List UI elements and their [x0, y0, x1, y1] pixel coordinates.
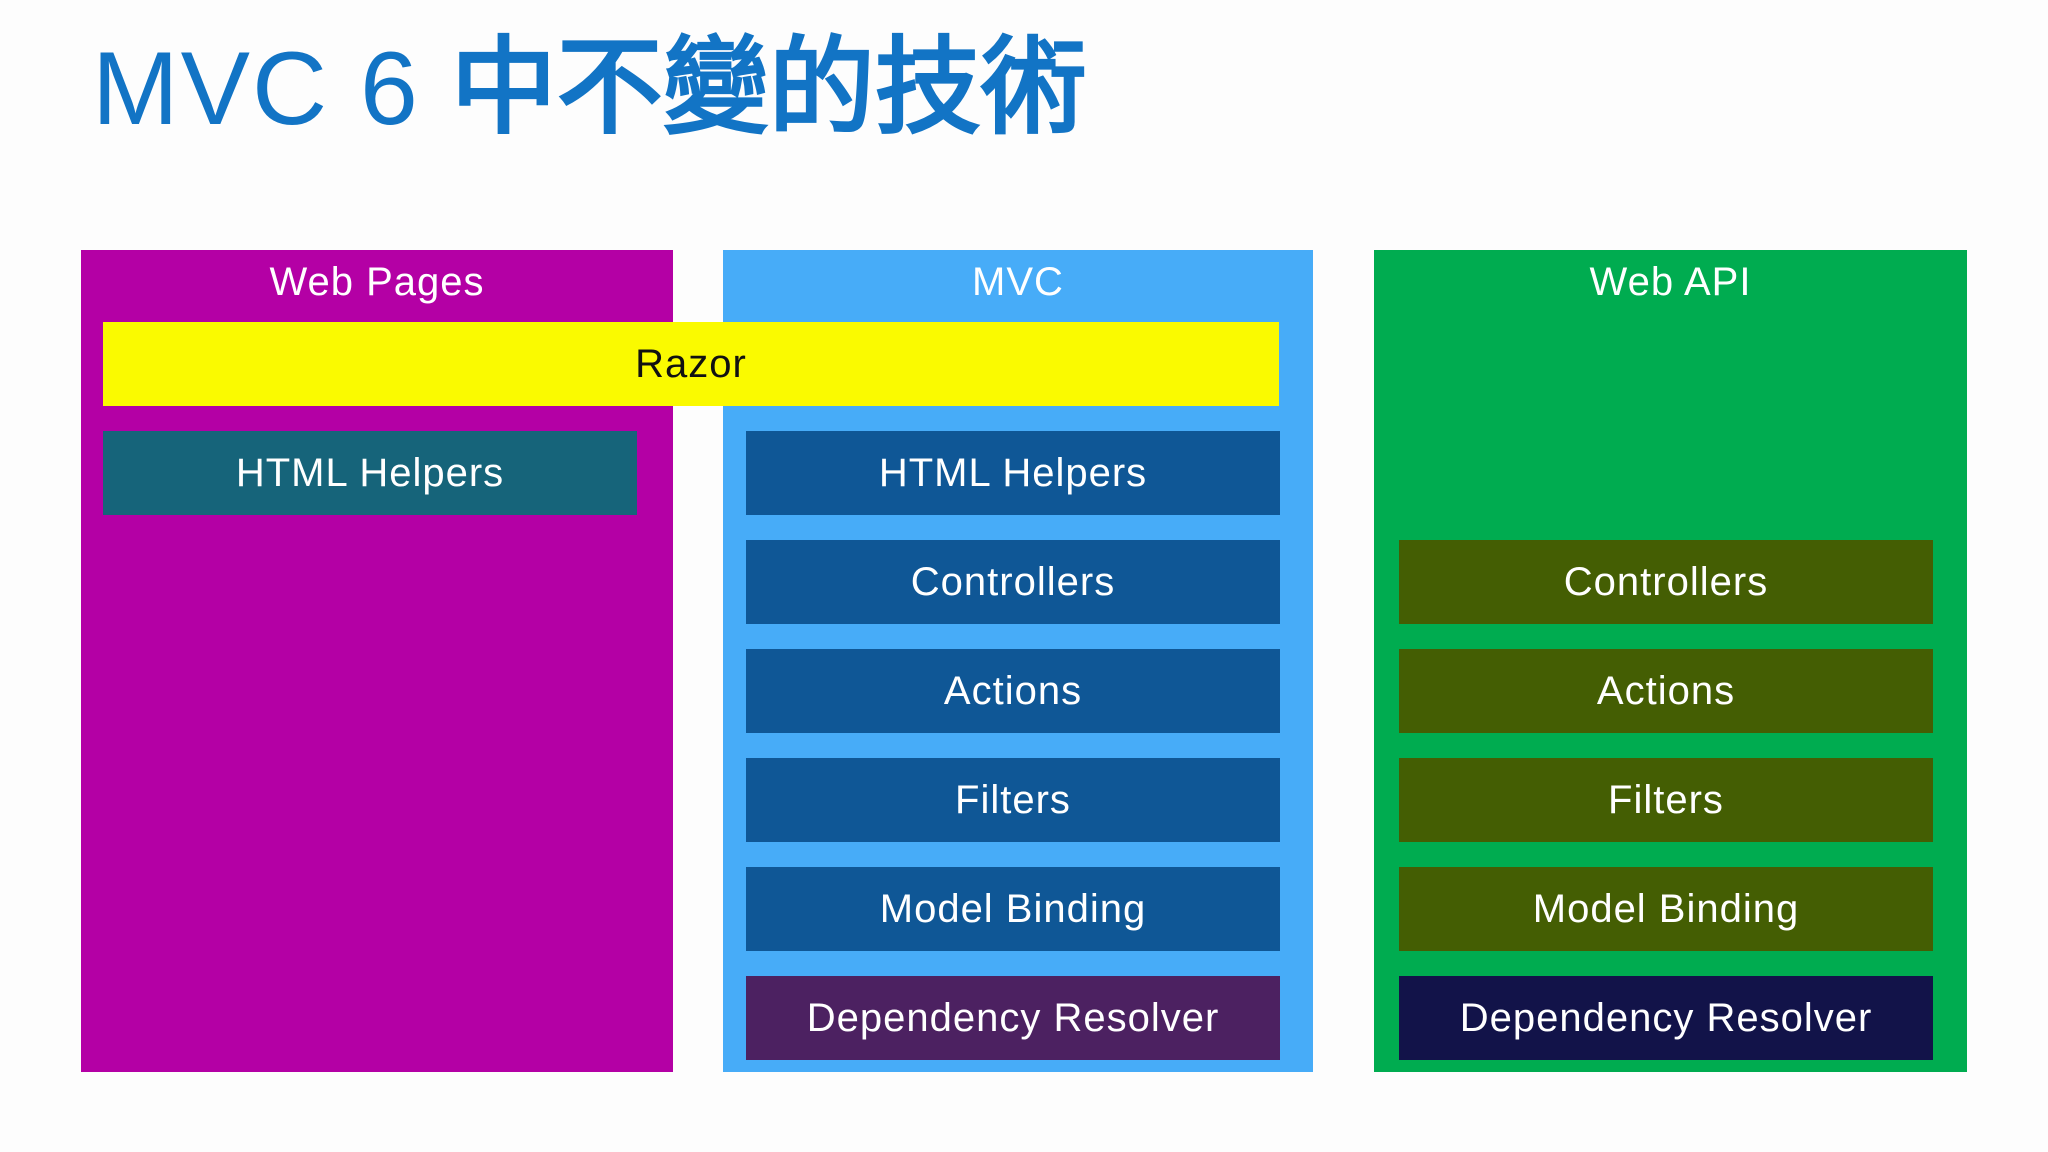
column-web-api-header: Web API — [1589, 260, 1752, 304]
page-title-latin: MVC 6 — [92, 31, 451, 147]
page-title: MVC 6 中不變的技術 — [92, 22, 1087, 155]
mvc-box-dependency-resolver: Dependency Resolver — [746, 976, 1280, 1060]
web-pages-box-html-helpers: HTML Helpers — [103, 431, 637, 515]
mvc-box-controllers: Controllers — [746, 540, 1280, 624]
column-mvc-header: MVC — [972, 260, 1064, 304]
web-api-box-filters: Filters — [1399, 758, 1933, 842]
web-api-box-dependency-resolver: Dependency Resolver — [1399, 976, 1933, 1060]
page-title-cjk: 中不變的技術 — [450, 29, 1087, 147]
mvc-box-filters: Filters — [746, 758, 1280, 842]
mvc-box-actions: Actions — [746, 649, 1280, 733]
mvc-box-html-helpers: HTML Helpers — [746, 431, 1280, 515]
mvc-box-model-binding: Model Binding — [746, 867, 1280, 951]
column-web-pages-header: Web Pages — [269, 260, 485, 304]
web-api-box-model-binding: Model Binding — [1399, 867, 1933, 951]
razor-bar: Razor — [103, 322, 1279, 406]
web-api-box-controllers: Controllers — [1399, 540, 1933, 624]
web-api-box-actions: Actions — [1399, 649, 1933, 733]
